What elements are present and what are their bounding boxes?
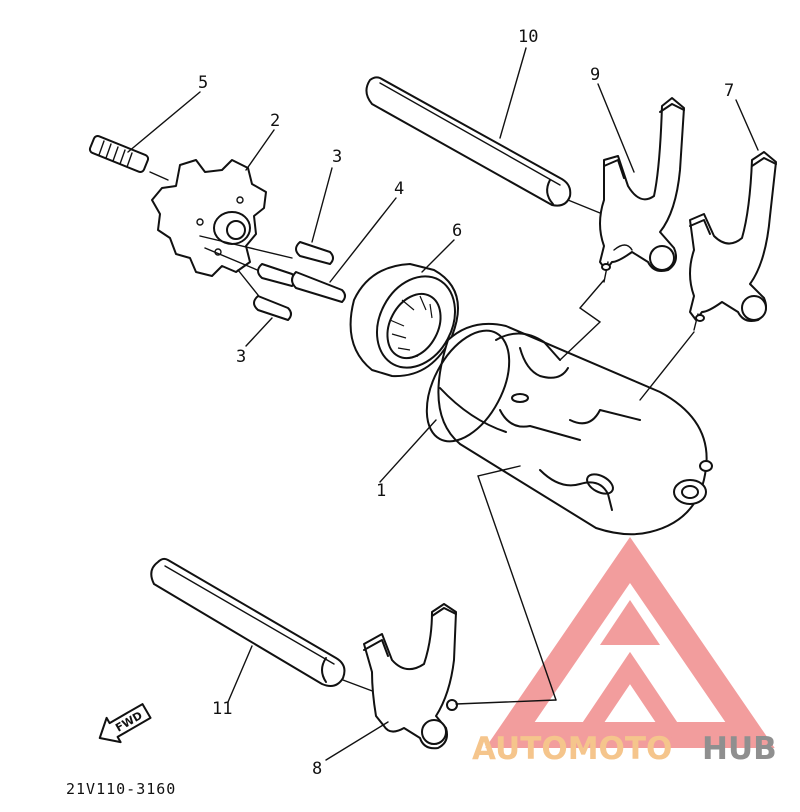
assembly-guide-lines: [477, 279, 695, 701]
label-1: 1: [376, 481, 386, 501]
label-8: 8: [312, 759, 322, 779]
dowel-pins: [253, 241, 346, 321]
label-10: 10: [518, 27, 538, 47]
callout-labels: 1 2 3 3 4 5 6 7 8 9 10 11: [198, 27, 734, 779]
label-3b: 3: [236, 347, 246, 367]
watermark-part2: HUB: [702, 731, 777, 767]
label-3a: 3: [332, 147, 342, 167]
pin-middle-upper: [257, 263, 296, 287]
pin-lower: [253, 295, 292, 321]
label-7: 7: [724, 81, 734, 101]
drawing-code: 21V110-3160: [66, 780, 176, 798]
screw: [88, 134, 169, 181]
watermark-part1: AUTOMOTO: [472, 731, 672, 767]
shift-fork-shaft-lower: [150, 557, 376, 693]
shift-fork-upper: [599, 97, 685, 283]
label-6: 6: [452, 221, 462, 241]
label-9: 9: [590, 65, 600, 85]
pin-upper: [295, 241, 334, 265]
watermark-text: AUTOMOTO HUB: [472, 731, 777, 767]
callout-leaders: [127, 47, 759, 761]
shift-fork-right: [689, 151, 777, 331]
pin-middle-long: [291, 271, 346, 303]
shift-fork-lower: [363, 603, 557, 750]
label-2: 2: [270, 111, 280, 131]
automotohub-logo-icon: [485, 537, 775, 748]
label-4: 4: [394, 179, 404, 199]
label-11: 11: [212, 699, 232, 719]
shift-drum: [425, 322, 713, 536]
label-5: 5: [198, 73, 208, 93]
shift-drum-segment: [151, 159, 293, 301]
forward-arrow-icon: FWD: [98, 703, 152, 744]
shift-fork-shaft-upper: [365, 76, 601, 214]
bearing: [349, 263, 459, 378]
